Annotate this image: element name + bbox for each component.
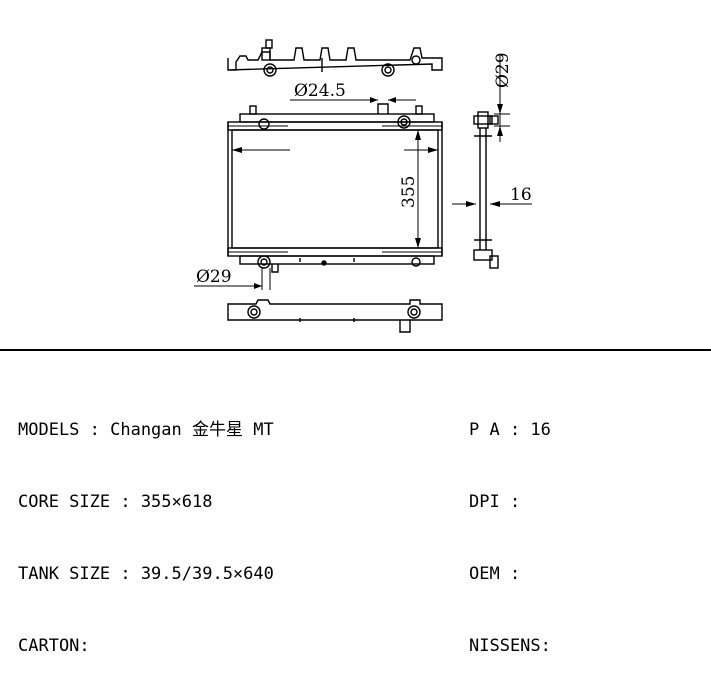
dpi-line: DPI : [469,492,521,512]
dim-inlet-diameter: Ø24.5 [294,81,346,101]
spec-right-column: P A : 16 DPI : OEM : NISSENS: [469,370,551,682]
arrowheads [232,97,503,289]
core-hatching [228,125,442,253]
radiator-technical-drawing: Ø24.5 Ø29 355 16 Ø29 [194,39,532,333]
dim-side-diameter: Ø29 [493,52,513,88]
spec-left-column: MODELS : Changan 金牛星 MT CORE SIZE : 355×… [18,370,274,682]
bottom-tank-view [227,299,443,333]
dim-core-height: 355 [399,176,419,208]
top-tank-view [227,39,443,77]
tank-size-line: TANK SIZE : 39.5/39.5×640 [18,564,274,584]
radiator-side-view [473,111,499,269]
dim-core-thickness: 16 [510,185,532,205]
radiator-front-view [227,103,443,273]
separator-line [0,349,711,351]
dimension-lines [194,56,532,290]
models-line: MODELS : Changan 金牛星 MT [18,420,274,440]
dim-outlet-diameter: Ø29 [196,267,232,287]
pa-line: P A : 16 [469,420,551,440]
oem-line: OEM : [469,564,521,584]
nissens-line: NISSENS: [469,636,551,656]
carton-line: CARTON: [18,636,90,656]
core-size-line: CORE SIZE : 355×618 [18,492,213,512]
